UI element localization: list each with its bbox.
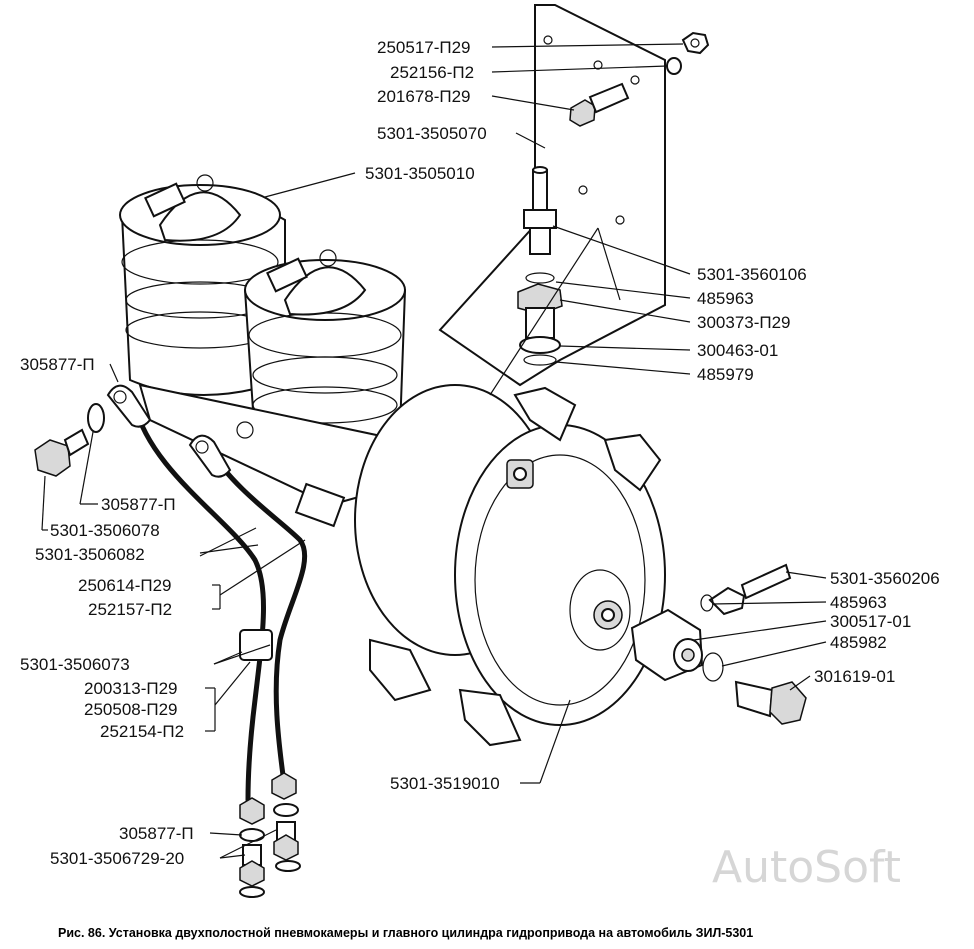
watermark-text: AutoSoft <box>712 842 901 893</box>
bolt-5301-3506078 <box>34 428 90 477</box>
label-5301-3519010: 5301-3519010 <box>390 774 500 793</box>
reservoir-rear <box>119 174 286 396</box>
label-5301-3506073: 5301-3506073 <box>20 655 130 674</box>
pneumatic-brake-chamber <box>294 384 666 747</box>
label-5301-3505070: 5301-3505070 <box>377 124 487 143</box>
label-250614-p29: 250614-П29 <box>78 576 172 595</box>
label-250508-p29: 250508-П29 <box>84 700 178 719</box>
lower-fittings <box>239 772 301 898</box>
o-ring-485982 <box>702 652 724 682</box>
hose-eye-right <box>188 434 232 478</box>
label-485963-upper: 485963 <box>697 289 754 308</box>
label-301619-01: 301619-01 <box>814 667 895 686</box>
label-300373-p29: 300373-П29 <box>697 313 791 332</box>
label-485963-lower: 485963 <box>830 593 887 612</box>
label-250517-p29: 250517-П29 <box>377 38 471 57</box>
label-5301-3506082: 5301-3506082 <box>35 545 145 564</box>
label-252156-p2: 252156-П2 <box>390 63 474 82</box>
top-nut <box>681 31 710 55</box>
label-5301-3560106: 5301-3560106 <box>697 265 807 284</box>
upper-pipe-fitting-right <box>700 563 792 616</box>
brake-hoses <box>132 402 308 803</box>
label-5301-3505010: 5301-3505010 <box>365 164 475 183</box>
label-5301-3506729-20: 5301-3506729-20 <box>50 849 184 868</box>
label-305877-p-top: 305877-П <box>20 355 95 374</box>
label-5301-3560206: 5301-3560206 <box>830 569 940 588</box>
label-485979: 485979 <box>697 365 754 384</box>
label-252157-p2: 252157-П2 <box>88 600 172 619</box>
top-washer <box>666 57 682 75</box>
label-5301-3506078: 5301-3506078 <box>50 521 160 540</box>
label-485982: 485982 <box>830 633 887 652</box>
hose-clamp <box>239 629 273 661</box>
o-ring-upper <box>525 272 555 284</box>
label-305877-p-bottom: 305877-П <box>119 824 194 843</box>
top-bolt <box>569 82 630 127</box>
part-labels: 250517-П29 252156-П2 201678-П29 5301-350… <box>20 38 940 868</box>
label-300517-01: 300517-01 <box>830 612 911 631</box>
tee-fitting <box>630 608 704 682</box>
figure-caption: Рис. 86. Установка двухполостной пневмок… <box>58 926 753 940</box>
brake-pipe-fitting <box>517 166 563 366</box>
banjo-bolt <box>734 680 807 725</box>
hose-eye-left <box>106 384 152 428</box>
washer-305877-left <box>87 403 105 433</box>
reservoir-front <box>243 249 407 449</box>
leader-lines <box>41 43 827 859</box>
label-300463-01: 300463-01 <box>697 341 778 360</box>
label-200313-p29: 200313-П29 <box>84 679 178 698</box>
label-201678-p29: 201678-П29 <box>377 87 471 106</box>
label-252154-p2: 252154-П2 <box>100 722 184 741</box>
label-305877-p-mid: 305877-П <box>101 495 176 514</box>
